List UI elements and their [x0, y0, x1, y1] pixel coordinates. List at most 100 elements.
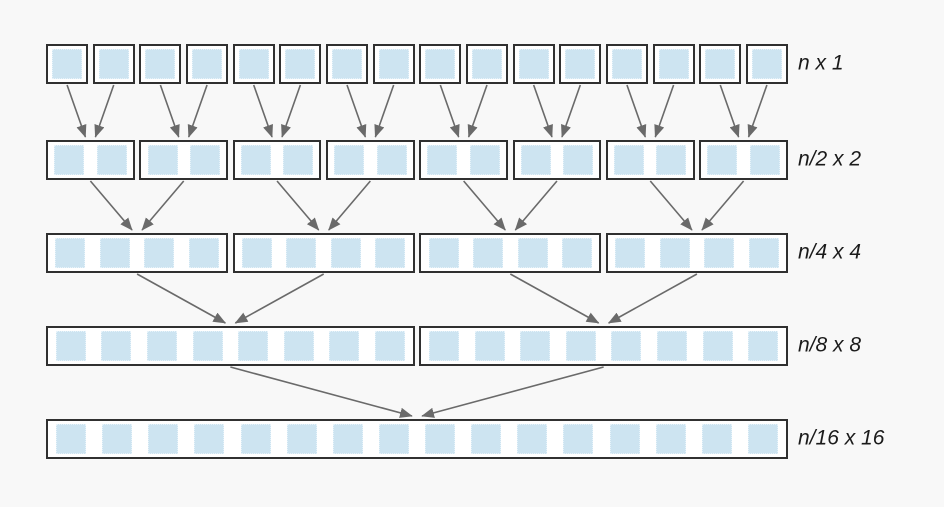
- array-cell: [659, 238, 690, 268]
- array-cell: [144, 238, 175, 268]
- array-cell: [241, 238, 272, 268]
- array-cell: [707, 145, 738, 175]
- array-cell: [188, 238, 219, 268]
- array-cell: [563, 145, 594, 175]
- array-cell: [55, 331, 86, 361]
- merge-level-5: n/16 x 16: [46, 419, 884, 459]
- array-cell: [655, 424, 686, 454]
- array-cell: [378, 49, 409, 79]
- array-box: [699, 44, 742, 84]
- merge-arrow: [276, 180, 320, 231]
- array-cell: [375, 238, 406, 268]
- row-label: n/2 x 2: [798, 147, 862, 171]
- array-cell: [609, 424, 640, 454]
- merge-arrow: [719, 84, 740, 138]
- array-cell: [96, 145, 127, 175]
- row-label: n/16 x 16: [798, 426, 885, 450]
- array-cell: [751, 49, 782, 79]
- merge-arrow: [328, 180, 371, 231]
- array-cell: [427, 145, 458, 175]
- array-cell: [147, 145, 178, 175]
- array-cell: [749, 145, 780, 175]
- array-cell: [329, 331, 360, 361]
- array-cell: [240, 424, 271, 454]
- array-box: [232, 44, 275, 84]
- array-cell: [520, 145, 551, 175]
- array-box: [46, 326, 415, 366]
- array-cell: [376, 145, 407, 175]
- array-cell: [330, 238, 361, 268]
- array-box: [46, 44, 89, 84]
- merge-arrow: [654, 84, 675, 138]
- array-cell: [378, 424, 409, 454]
- array-box: [46, 233, 229, 273]
- array-box: [325, 44, 369, 84]
- merge-arrow: [509, 273, 600, 324]
- merge-arrow: [701, 180, 745, 231]
- array-cell: [429, 331, 460, 361]
- merge-arrow: [281, 84, 302, 138]
- merge-arrow: [136, 273, 227, 324]
- array-cell: [102, 424, 133, 454]
- array-box: [185, 44, 229, 84]
- array-box: [325, 140, 415, 180]
- merge-arrow: [561, 84, 582, 138]
- array-cell: [332, 49, 363, 79]
- array-cell: [657, 331, 688, 361]
- array-cell: [611, 331, 642, 361]
- array-box: [745, 44, 788, 84]
- merge-arrow: [467, 84, 488, 138]
- array-box: [605, 44, 649, 84]
- merge-arrow: [187, 84, 208, 138]
- row-label: n/4 x 4: [798, 240, 862, 264]
- array-box: [605, 140, 695, 180]
- array-cell: [471, 49, 502, 79]
- array-box: [372, 44, 415, 84]
- array-cell: [562, 238, 593, 268]
- array-cell: [240, 145, 271, 175]
- merge-arrow: [94, 84, 115, 138]
- row-label: n/8 x 8: [798, 333, 862, 357]
- merge-arrow: [374, 84, 395, 138]
- merge-arrow: [421, 366, 604, 418]
- array-cell: [52, 49, 83, 79]
- array-cell: [518, 49, 549, 79]
- array-cell: [747, 424, 778, 454]
- array-cell: [565, 49, 596, 79]
- array-cell: [55, 238, 86, 268]
- merge-arrow: [463, 180, 506, 231]
- array-cell: [425, 424, 456, 454]
- array-box: [279, 44, 322, 84]
- array-cell: [238, 331, 269, 361]
- array-cell: [194, 424, 225, 454]
- array-cell: [474, 331, 505, 361]
- array-box: [46, 140, 135, 180]
- array-cell: [189, 145, 220, 175]
- array-box: [419, 140, 509, 180]
- array-cell: [658, 49, 689, 79]
- array-cell: [283, 145, 314, 175]
- merge-level-2: n/2 x 2: [46, 140, 861, 180]
- array-cell: [238, 49, 269, 79]
- merge-arrow: [747, 84, 768, 138]
- merge-arrow: [66, 84, 87, 138]
- array-cell: [748, 331, 779, 361]
- row-label: n x 1: [798, 51, 844, 75]
- merge-level-3: n/4 x 4: [46, 233, 861, 273]
- array-cell: [517, 424, 548, 454]
- merge-arrow: [141, 180, 185, 231]
- merge-level-1: n x 1: [46, 44, 844, 84]
- merge-arrow: [234, 273, 325, 324]
- array-cell: [656, 145, 687, 175]
- array-box: [699, 140, 788, 180]
- array-cell: [471, 424, 502, 454]
- array-box: [465, 44, 509, 84]
- array-box: [139, 140, 229, 180]
- array-cell: [701, 424, 732, 454]
- array-cell: [192, 49, 223, 79]
- merge-arrow: [252, 84, 273, 138]
- merge-arrow: [607, 273, 698, 324]
- array-cell: [704, 238, 735, 268]
- array-box: [46, 419, 788, 459]
